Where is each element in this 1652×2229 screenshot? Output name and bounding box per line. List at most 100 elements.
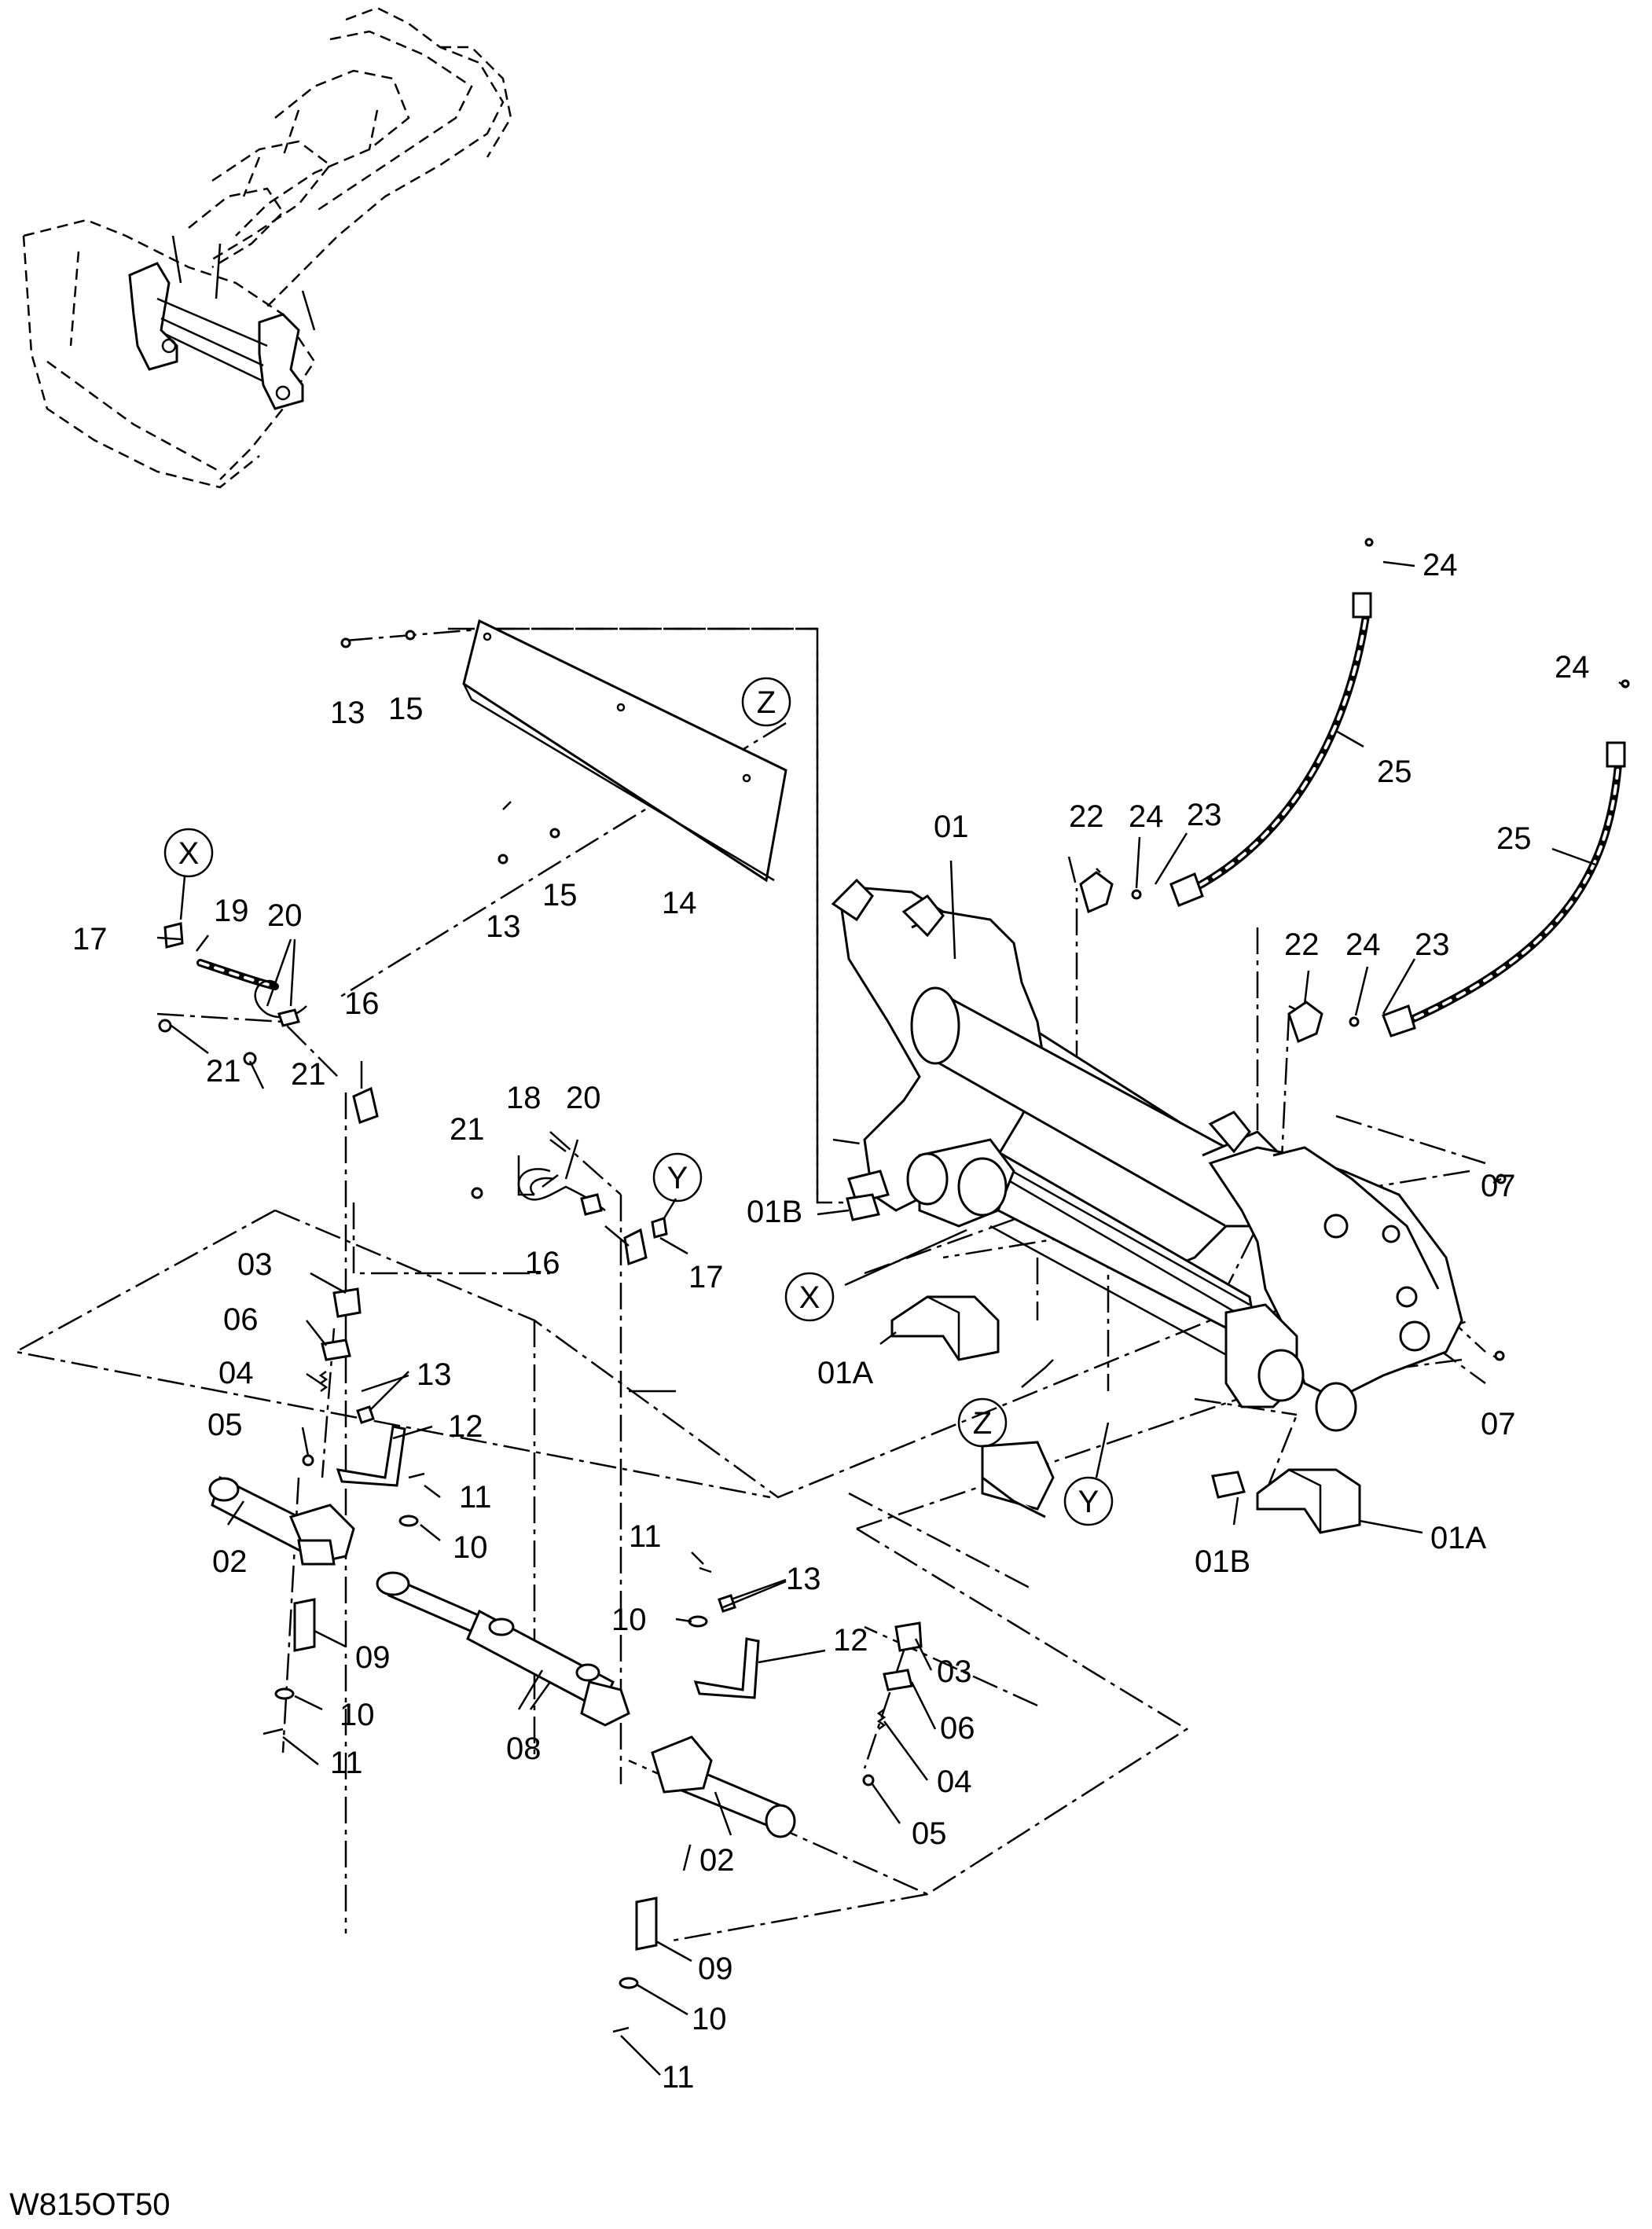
part-06-nut-left: [321, 1339, 351, 1361]
label-10-right-lower: 10: [692, 2002, 727, 2036]
callout-x-top-text: X: [178, 836, 200, 871]
part-09-pin-right: [635, 1897, 658, 1951]
callout-z-bottom-text: Z: [973, 1406, 992, 1441]
label-11-right-upper: 11: [629, 1519, 662, 1554]
label-24-right: 24: [1555, 650, 1590, 685]
drawing-code: W815OT50: [9, 2187, 171, 2222]
callout-x-top: X: [163, 828, 214, 878]
part-11-cotter-pins-right: [612, 1566, 712, 2033]
label-17-left: 17: [72, 922, 108, 957]
label-11-left-upper: 11: [459, 1480, 492, 1515]
label-15-top: 15: [388, 692, 424, 726]
part-18-hose: [517, 1168, 606, 1216]
label-01a-right: 01A: [1430, 1521, 1486, 1555]
leader-lines: [156, 560, 1628, 2076]
label-01a-left: 01A: [817, 1356, 873, 1390]
part-05-ball-right: [862, 1774, 875, 1787]
label-12-right: 12: [833, 1623, 868, 1658]
part-04-spring-left: [318, 1370, 329, 1393]
part-24-seals: [1131, 538, 1630, 1027]
callout-z-top-text: Z: [757, 685, 776, 720]
part-14-cover-plate: [462, 619, 787, 883]
label-22-lower: 22: [1284, 927, 1320, 962]
part-02-lock-pin-left: [208, 1475, 355, 1566]
label-01: 01: [934, 810, 969, 844]
label-06-left: 06: [223, 1302, 259, 1337]
label-21-left: 21: [206, 1054, 241, 1089]
label-20-mid: 20: [566, 1081, 601, 1115]
part-12-bracket-right: [693, 1637, 760, 1699]
part-22-elbow-upper: [1079, 871, 1114, 914]
label-06-right: 06: [940, 1711, 975, 1746]
label-13-left: 13: [417, 1357, 452, 1392]
part-19-hose: [196, 959, 307, 1027]
part-08-cylinder: [376, 1571, 630, 1727]
label-17-mid: 17: [688, 1260, 724, 1294]
label-05-right: 05: [912, 1816, 947, 1851]
label-24-top: 24: [1423, 548, 1458, 582]
part-01-coupler-frame: [831, 878, 1463, 1518]
label-09-left: 09: [355, 1640, 391, 1675]
label-03-right: 03: [937, 1654, 972, 1689]
label-24-upper: 24: [1129, 799, 1164, 834]
part-01a-wedge-right: [1256, 1468, 1361, 1534]
label-11-left-lower: 11: [330, 1746, 363, 1780]
part-04-spring-right: [876, 1708, 887, 1731]
callout-y-bottom: Y: [1063, 1476, 1114, 1526]
part-16-fittings: [352, 1086, 648, 1266]
label-10-left-lower: 10: [340, 1698, 375, 1732]
label-16-top: 16: [344, 986, 380, 1021]
part-21-bolts: [158, 1019, 483, 1199]
part-13-15-screws: [340, 630, 1507, 1361]
part-25-hose-upper: [1169, 592, 1372, 907]
label-25-lower: 25: [1496, 821, 1532, 856]
label-16-mid: 16: [525, 1246, 560, 1280]
label-04-right: 04: [937, 1764, 972, 1799]
label-12-left: 12: [448, 1409, 483, 1444]
part-12-bracket-left: [336, 1425, 406, 1487]
callout-x-bottom: X: [784, 1272, 835, 1322]
label-23-upper: 23: [1187, 798, 1222, 832]
label-18: 18: [506, 1081, 541, 1115]
label-07-lower: 07: [1481, 1407, 1516, 1441]
label-07-upper: 07: [1481, 1169, 1516, 1203]
part-01b-pad-left: [846, 1193, 880, 1221]
label-22-upper: 22: [1069, 799, 1104, 834]
label-05-left: 05: [207, 1408, 243, 1442]
part-03-bolt-left: [332, 1287, 362, 1318]
label-19: 19: [214, 894, 249, 928]
part-17-fittings: [163, 922, 668, 1239]
label-01b-right: 01B: [1195, 1544, 1250, 1579]
part-09-pin-left: [293, 1598, 316, 1652]
label-15-mid: 15: [542, 878, 578, 913]
label-24-lower: 24: [1345, 927, 1381, 962]
label-13-top: 13: [330, 696, 365, 730]
label-08: 08: [506, 1731, 541, 1766]
part-02-lock-pin-right: [651, 1735, 796, 1838]
part-06-nut-right: [883, 1669, 913, 1691]
callout-y-top: Y: [652, 1152, 703, 1203]
overview-coupler: [128, 235, 316, 410]
label-21-right: 21: [291, 1057, 326, 1092]
callout-x-bottom-text: X: [799, 1280, 820, 1315]
part-25-hose-lower: [1382, 741, 1626, 1037]
label-21-mid: 21: [450, 1112, 485, 1147]
part-11-cotter-pins-left: [262, 1472, 425, 1735]
part-05-ball-left: [302, 1454, 314, 1467]
label-10-right-upper: 10: [611, 1603, 647, 1637]
label-10-left-upper: 10: [453, 1530, 488, 1565]
label-13-right: 13: [786, 1562, 821, 1596]
part-01a-wedge-left: [890, 1295, 1000, 1361]
machine-overview: [22, 6, 512, 489]
part-03-bolt-right: [894, 1621, 923, 1652]
label-13-mid: 13: [486, 909, 521, 944]
label-09-right: 09: [698, 1952, 733, 1986]
callout-z-top: Z: [741, 677, 791, 727]
label-23-lower: 23: [1415, 927, 1450, 962]
label-03-left: 03: [237, 1247, 273, 1282]
label-25-upper: 25: [1377, 755, 1412, 789]
label-01b-left: 01B: [747, 1195, 802, 1229]
label-04-left: 04: [218, 1356, 254, 1390]
callout-y-bottom-text: Y: [1078, 1485, 1099, 1519]
